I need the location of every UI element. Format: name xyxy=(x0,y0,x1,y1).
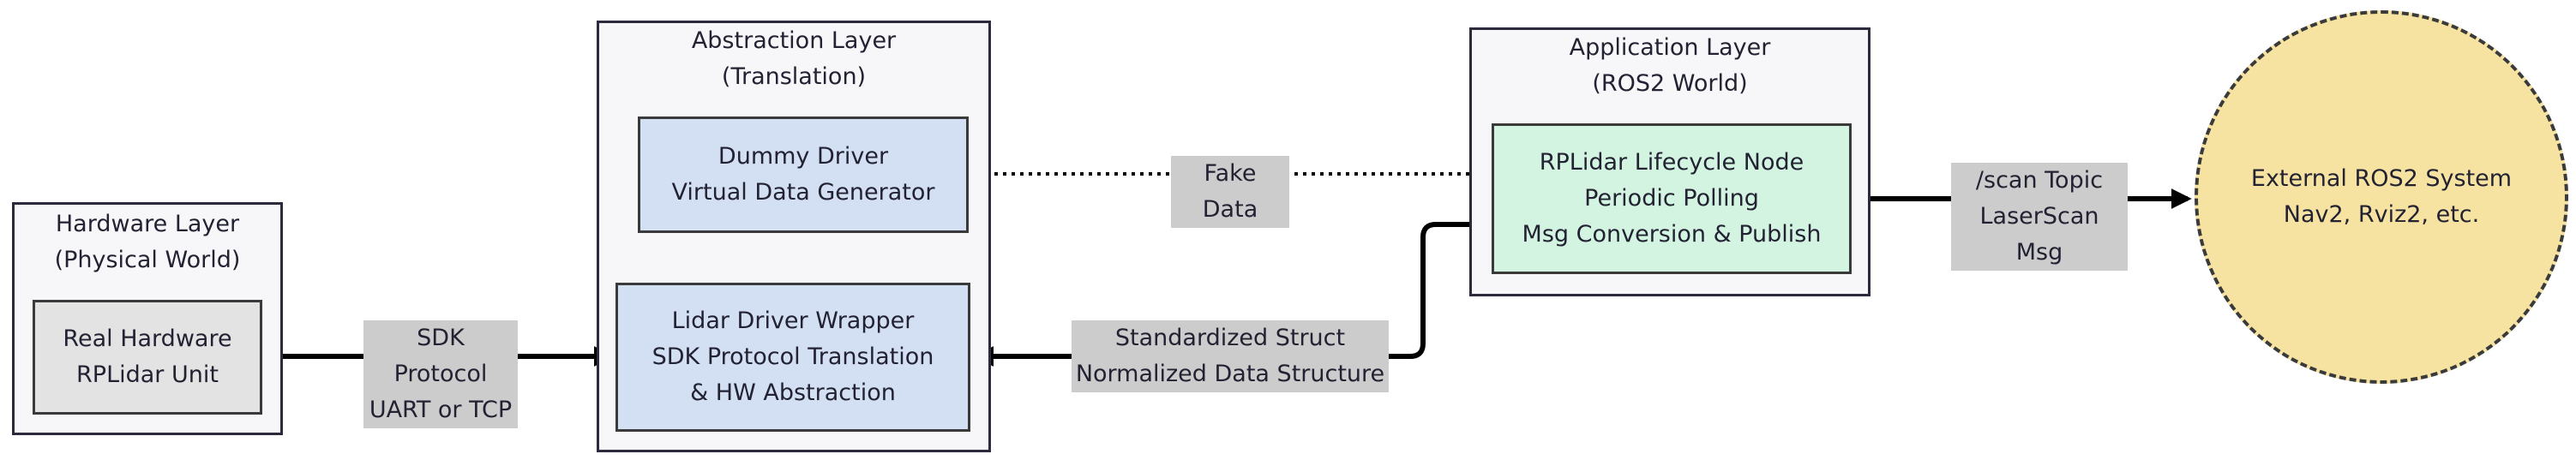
lidar-driver-wrapper-node[interactable]: Lidar Driver Wrapper SDK Protocol Transl… xyxy=(615,283,970,432)
edge-label-scan-topic: /scan Topic LaserScan Msg xyxy=(1951,163,2128,271)
edge-label-standardized-struct: Standardized Struct Normalized Data Stru… xyxy=(1072,320,1389,392)
application-layer-title: Application Layer (ROS2 World) xyxy=(1569,34,1771,97)
lifecycle-node[interactable]: RPLidar Lifecycle Node Periodic Polling … xyxy=(1492,123,1852,274)
edge-label-sdk-protocol: SDK Protocol UART or TCP xyxy=(363,320,518,428)
real-hardware-node[interactable]: Real Hardware RPLidar Unit xyxy=(33,300,262,415)
edge-label-fake-data: Fake Data xyxy=(1171,156,1289,228)
hardware-layer-title: Hardware Layer (Physical World) xyxy=(54,211,241,273)
abstraction-layer-title: Abstraction Layer (Translation) xyxy=(691,27,897,90)
dummy-driver-node[interactable]: Dummy Driver Virtual Data Generator xyxy=(638,116,969,233)
external-ros2-system-node[interactable]: External ROS2 System Nav2, Rviz2, etc. xyxy=(2195,10,2568,384)
edge-standardized-struct xyxy=(973,214,1492,367)
